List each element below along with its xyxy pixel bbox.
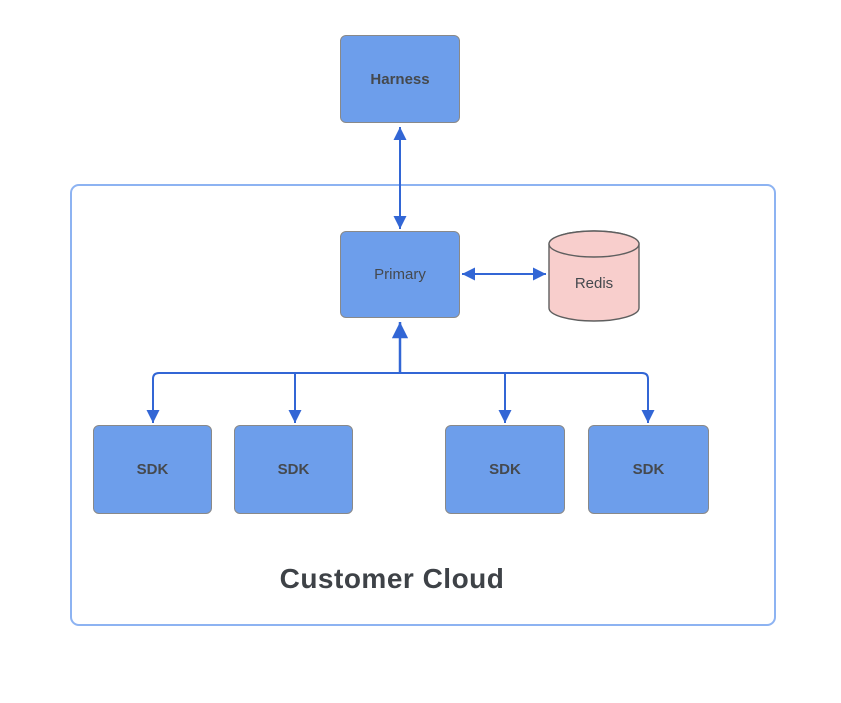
node-primary[interactable]: Primary: [340, 231, 460, 318]
node-sdk-3[interactable]: SDK: [445, 425, 565, 514]
connector-primary-sdk-1[interactable]: [146, 372, 400, 423]
node-sdk-1[interactable]: SDK: [93, 425, 212, 514]
node-sdk-3-label: SDK: [489, 461, 521, 478]
customer-cloud-container[interactable]: [70, 184, 776, 626]
node-sdk-4-label: SDK: [632, 461, 665, 478]
node-redis-label: Redis: [574, 274, 614, 292]
node-sdk-2[interactable]: SDK: [234, 425, 353, 514]
node-sdk-1-label: SDK: [136, 461, 169, 478]
connector-primary-sdk-4[interactable]: [400, 372, 655, 423]
node-primary-label: Primary: [374, 266, 426, 283]
node-harness[interactable]: Harness: [340, 35, 460, 123]
customer-cloud-label: Customer Cloud: [279, 563, 505, 594]
node-sdk-4[interactable]: SDK: [588, 425, 709, 514]
node-sdk-2-label: SDK: [277, 461, 310, 478]
database-cylinder-icon: [548, 230, 640, 322]
node-redis[interactable]: Redis: [548, 230, 640, 322]
node-harness-label: Harness: [370, 70, 430, 88]
